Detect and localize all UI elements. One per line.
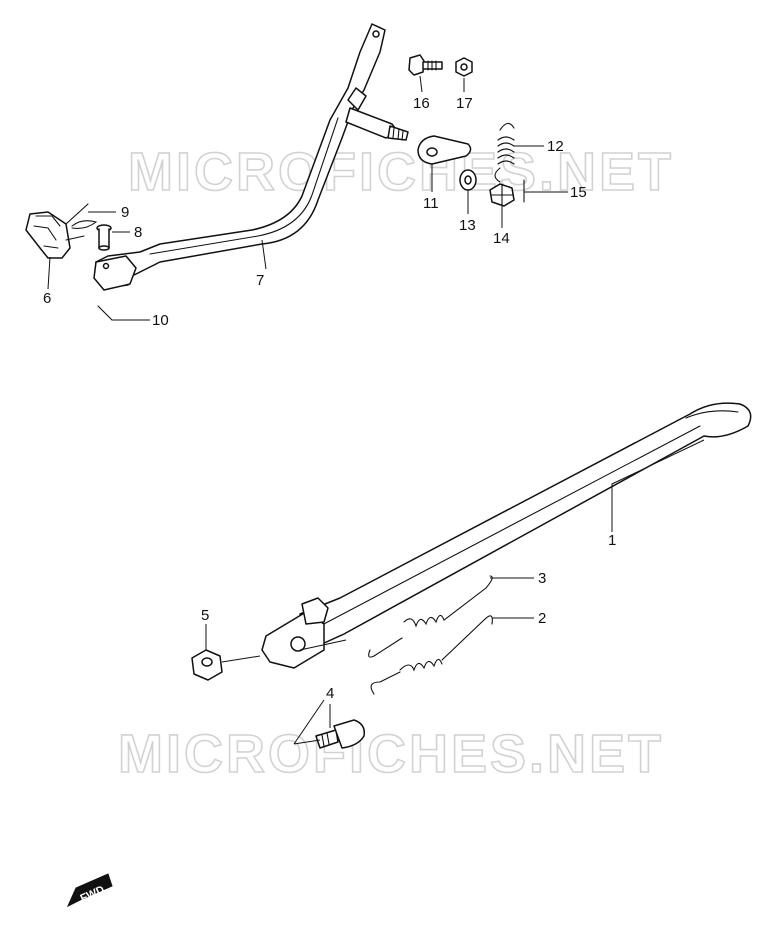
callout-15[interactable]: 15 [570,184,587,201]
leader-lines [47,75,705,745]
callout-7[interactable]: 7 [256,272,264,289]
callout-16[interactable]: 16 [413,95,430,112]
castle-nut-part-14[interactable] [489,183,515,207]
fwd-direction-badge: FWD [66,873,113,908]
callout-3[interactable]: 3 [538,570,546,587]
callout-5[interactable]: 5 [201,607,209,624]
nut-part-5[interactable] [191,649,223,681]
callout-10[interactable]: 10 [152,312,169,329]
callout-11[interactable]: 11 [423,195,439,212]
watermark-bottom: MICROFICHES.NET [118,724,664,784]
washer-part-13[interactable] [459,169,477,191]
watermark-top: MICROFICHES.NET [128,142,674,202]
callout-17[interactable]: 17 [456,95,473,112]
callout-2[interactable]: 2 [538,610,546,627]
spring-clip-part-9[interactable] [65,203,98,241]
bolt-part-4[interactable] [315,719,366,749]
cotter-pin-part-10[interactable] [97,305,113,321]
cotter-pin-part-15[interactable] [523,179,561,203]
callout-12[interactable]: 12 [547,138,564,155]
brake-pedal-arm[interactable] [93,23,409,291]
callout-14[interactable]: 14 [493,230,510,247]
callouts: 1 2 3 4 5 6 7 8 9 10 11 12 13 14 15 16 1… [43,95,616,702]
clevis-part-6[interactable] [25,211,71,259]
side-stand[interactable] [261,402,752,669]
pin-part-8[interactable] [96,224,112,251]
callout-6[interactable]: 6 [43,290,51,307]
callout-1[interactable]: 1 [608,532,616,549]
callout-13[interactable]: 13 [459,217,476,234]
callout-8[interactable]: 8 [134,224,142,241]
fwd-arrow-icon [66,873,113,908]
spring-part-2[interactable] [370,615,493,695]
bolt-part-16[interactable] [408,54,443,76]
callout-9[interactable]: 9 [121,204,129,221]
plate-part-11[interactable] [417,135,472,165]
callout-4[interactable]: 4 [326,685,334,702]
spring-part-12[interactable] [494,122,515,183]
nut-part-17[interactable] [455,57,473,77]
spring-part-3[interactable] [368,575,493,658]
